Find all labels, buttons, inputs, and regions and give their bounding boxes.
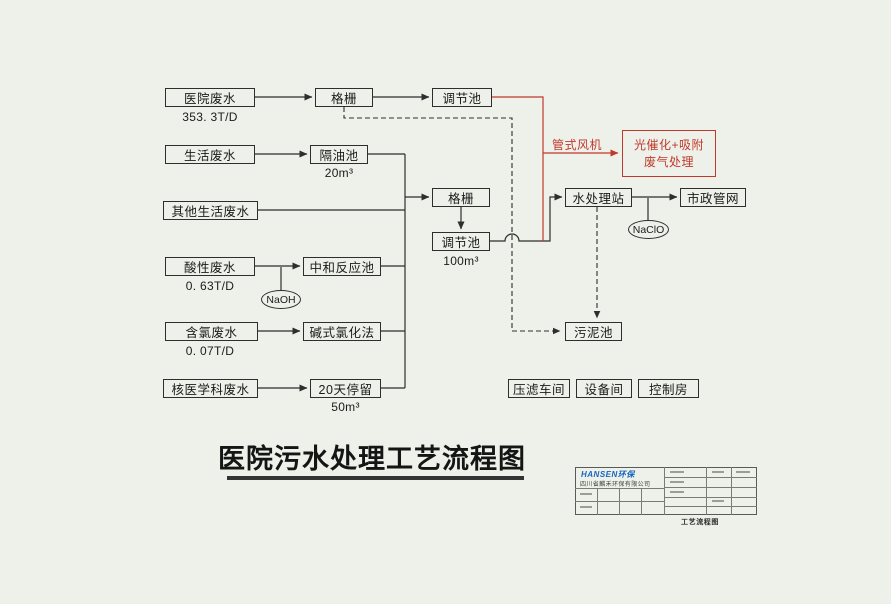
titleblock-grid-line: [706, 467, 707, 515]
dashed-sludge-lines: [343, 107, 601, 335]
titleblock-grid-line: [664, 506, 757, 507]
node-oil-separator: 隔油池: [310, 145, 368, 164]
titleblock-text-mark: [670, 471, 684, 473]
node-domestic-wastewater: 生活废水: [165, 145, 255, 164]
titleblock-grid-line: [664, 477, 757, 478]
node-bar-screen-1: 格栅: [315, 88, 373, 107]
gas-treatment-line-2: 废气处理: [643, 154, 694, 169]
node-alkaline-chlorination: 碱式氯化法: [303, 322, 381, 341]
node-control-room: 控制房: [638, 379, 699, 398]
node-chlorine-wastewater: 含氯废水: [165, 322, 258, 341]
titleblock-grid-line: [619, 488, 620, 515]
gas-treatment-line-1: 光催化+吸附: [633, 137, 704, 152]
node-regulating-tank-1: 调节池: [432, 88, 492, 107]
drawing-title-block: [575, 467, 757, 515]
label-chlorine-flow: 0. 07T/D: [185, 344, 235, 358]
diagram-title: 医院污水处理工艺流程图: [218, 444, 526, 474]
titleblock-grid-line: [664, 487, 757, 488]
titleblock-text-mark: [712, 471, 724, 473]
node-other-domestic-wastewater: 其他生活废水: [163, 201, 258, 220]
titleblock-grid-line: [641, 488, 642, 515]
titleblock-text-mark: [736, 471, 750, 473]
titleblock-grid-line: [597, 488, 598, 515]
company-name: 四川省麟禾环保有限公司: [580, 482, 651, 488]
node-bar-screen-2: 格栅: [432, 188, 490, 207]
node-regulating-tank-2: 调节池: [432, 232, 490, 251]
titleblock-text-mark: [712, 500, 724, 502]
naclo-dosing-ellipse: NaClO: [628, 220, 669, 239]
titleblock-text-mark: [670, 481, 684, 483]
label-acid-flow: 0. 63T/D: [185, 279, 235, 293]
label-retention-volume: 50m³: [331, 400, 360, 414]
titleblock-text-mark: [670, 491, 684, 493]
node-waste-gas-treatment: 光催化+吸附 废气处理: [622, 130, 716, 177]
titleblock-text-mark: [580, 506, 592, 508]
node-water-treatment-station: 水处理站: [565, 188, 632, 207]
drawing-caption: 工艺流程图: [681, 519, 719, 526]
node-nuclear-medicine-wastewater: 核医学科废水: [163, 379, 258, 398]
node-sludge-tank: 污泥池: [565, 322, 622, 341]
node-filter-press-workshop: 压滤车间: [508, 379, 570, 398]
titleblock-divider-vertical: [664, 467, 665, 515]
node-hospital-wastewater: 医院废水: [165, 88, 255, 107]
label-regulating-tank-2-volume: 100m³: [443, 254, 479, 268]
node-acid-wastewater: 酸性废水: [165, 257, 255, 276]
titleblock-grid-line: [731, 467, 732, 515]
node-municipal-pipe-network: 市政管网: [680, 188, 746, 207]
solid-flow-lines: [255, 93, 678, 392]
title-underline: [227, 476, 524, 480]
label-hospital-flow: 353. 3T/D: [182, 110, 238, 124]
company-logo: HANSEN环保: [581, 470, 635, 479]
red-gas-lines: [492, 96, 619, 241]
node-retention-tank: 20天停留: [310, 379, 381, 398]
node-equipment-room: 设备间: [576, 379, 632, 398]
label-oil-volume: 20m³: [324, 166, 354, 180]
node-neutralization-tank: 中和反应池: [303, 257, 381, 276]
titleblock-grid-line: [664, 497, 757, 498]
titleblock-text-mark: [580, 493, 592, 495]
naoh-dosing-ellipse: NaOH: [261, 290, 301, 309]
label-duct-fan: 管式风机: [552, 138, 603, 152]
